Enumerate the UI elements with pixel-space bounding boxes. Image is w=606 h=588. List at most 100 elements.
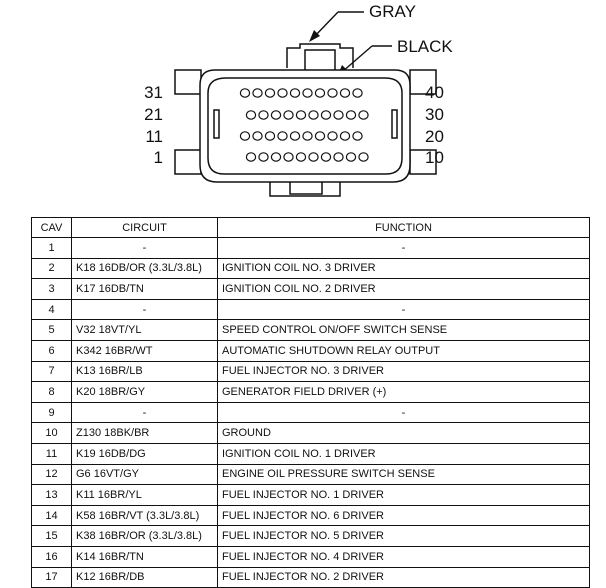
function-cell: FUEL INJECTOR NO. 4 DRIVER bbox=[217, 545, 590, 568]
pin-labels-left: 31 21 11 1 bbox=[144, 83, 163, 167]
pin-cavity bbox=[264, 131, 276, 141]
cav-cell: 4 bbox=[31, 298, 72, 321]
function-cell: - bbox=[217, 401, 590, 424]
pin-cavity bbox=[239, 131, 251, 141]
cav-cell: 9 bbox=[31, 401, 72, 424]
circuit-cell: Z130 18BK/BR bbox=[71, 422, 218, 444]
function-cell: FUEL INJECTOR NO. 1 DRIVER bbox=[217, 484, 590, 506]
circuit-cell: K11 16BR/YL bbox=[71, 484, 218, 506]
cav-cell: 14 bbox=[31, 504, 72, 527]
pin-cavity bbox=[352, 88, 363, 98]
function-cell: SPEED CONTROL ON/OFF SWITCH SENSE bbox=[217, 319, 590, 341]
pin-cavity bbox=[320, 110, 332, 120]
pin-cavity bbox=[270, 110, 282, 120]
pin-cavity bbox=[308, 152, 319, 162]
cav-cell: 12 bbox=[31, 463, 72, 486]
pin-cavity bbox=[270, 152, 282, 162]
cav-cell: 17 bbox=[31, 566, 72, 588]
circuit-cell: - bbox=[71, 298, 218, 321]
circuit-cell: G6 16VT/GY bbox=[71, 463, 218, 486]
pin-cavity bbox=[277, 131, 288, 141]
black-label: BLACK bbox=[397, 37, 453, 56]
circuit-cell: K20 18BR/GY bbox=[71, 381, 218, 403]
circuit-cell: K12 16BR/DB bbox=[71, 566, 218, 588]
pin-cavity bbox=[327, 88, 338, 98]
pin-label-21: 21 bbox=[144, 105, 163, 124]
pin-cavity bbox=[302, 131, 313, 141]
pin-label-20: 20 bbox=[425, 127, 444, 146]
pin-cavity bbox=[239, 88, 251, 98]
circuit-cell: K58 16BR/VT (3.3L/3.8L) bbox=[71, 504, 218, 527]
pin-grid bbox=[239, 88, 369, 162]
cav-cell: 16 bbox=[31, 545, 72, 568]
function-cell: - bbox=[217, 298, 590, 321]
header-cav: CAV bbox=[31, 217, 72, 238]
function-cell: FUEL INJECTOR NO. 6 DRIVER bbox=[217, 504, 590, 527]
table-row: 1-- bbox=[31, 237, 590, 259]
cav-cell: 1 bbox=[31, 237, 72, 259]
pin-cavity bbox=[358, 110, 369, 120]
function-cell: IGNITION COIL NO. 1 DRIVER bbox=[217, 442, 590, 465]
pin-labels-right: 40 30 20 10 bbox=[425, 83, 444, 167]
pin-cavity bbox=[289, 88, 301, 98]
header-function: FUNCTION bbox=[217, 217, 590, 238]
pin-label-10: 10 bbox=[425, 148, 444, 167]
circuit-cell: - bbox=[71, 237, 218, 259]
pin-cavity bbox=[283, 110, 294, 120]
connector-diagram: GRAY BLACK 31 21 11 1 40 bbox=[144, 2, 453, 197]
circuit-cell: K38 16BR/OR (3.3L/3.8L) bbox=[71, 525, 218, 547]
function-cell: IGNITION COIL NO. 3 DRIVER bbox=[217, 257, 590, 280]
cav-cell: 6 bbox=[31, 339, 72, 362]
pin-label-31: 31 bbox=[144, 83, 163, 102]
pin-cavity bbox=[258, 152, 269, 162]
cav-cell: 3 bbox=[31, 278, 72, 300]
pin-label-40: 40 bbox=[425, 83, 444, 102]
pin-cavity bbox=[358, 152, 369, 162]
function-cell: FUEL INJECTOR NO. 5 DRIVER bbox=[217, 525, 590, 547]
cav-cell: 2 bbox=[31, 257, 72, 280]
table-row: 9-- bbox=[31, 401, 590, 424]
pin-cavity bbox=[314, 88, 326, 98]
pin-cavity bbox=[295, 152, 307, 162]
pin-cavity bbox=[264, 88, 276, 98]
circuit-cell: K17 16DB/TN bbox=[71, 278, 218, 300]
pin-cavity bbox=[345, 152, 357, 162]
gray-label: GRAY bbox=[369, 2, 416, 21]
pin-cavity bbox=[302, 88, 313, 98]
circuit-cell: K19 16DB/DG bbox=[71, 442, 218, 465]
function-cell: - bbox=[217, 237, 590, 259]
pin-cavity bbox=[252, 88, 263, 98]
pin-cavity bbox=[339, 88, 351, 98]
pin-cavity bbox=[345, 110, 357, 120]
pin-cavity bbox=[277, 88, 288, 98]
circuit-cell: K342 16BR/WT bbox=[71, 339, 218, 362]
pin-cavity bbox=[295, 110, 307, 120]
pin-cavity bbox=[333, 110, 344, 120]
cav-cell: 11 bbox=[31, 442, 72, 465]
pin-label-11: 11 bbox=[145, 127, 163, 146]
pin-cavity bbox=[333, 152, 344, 162]
pin-cavity bbox=[258, 110, 269, 120]
pin-label-30: 30 bbox=[425, 105, 444, 124]
cav-cell: 13 bbox=[31, 484, 72, 506]
circuit-cell: K13 16BR/LB bbox=[71, 360, 218, 383]
pin-cavity bbox=[339, 131, 351, 141]
cav-cell: 5 bbox=[31, 319, 72, 341]
circuit-cell: V32 18VT/YL bbox=[71, 319, 218, 341]
pin-cavity bbox=[245, 152, 257, 162]
function-cell: IGNITION COIL NO. 2 DRIVER bbox=[217, 278, 590, 300]
cav-cell: 8 bbox=[31, 381, 72, 403]
table-header-row: CAV CIRCUIT FUNCTION bbox=[31, 217, 590, 238]
